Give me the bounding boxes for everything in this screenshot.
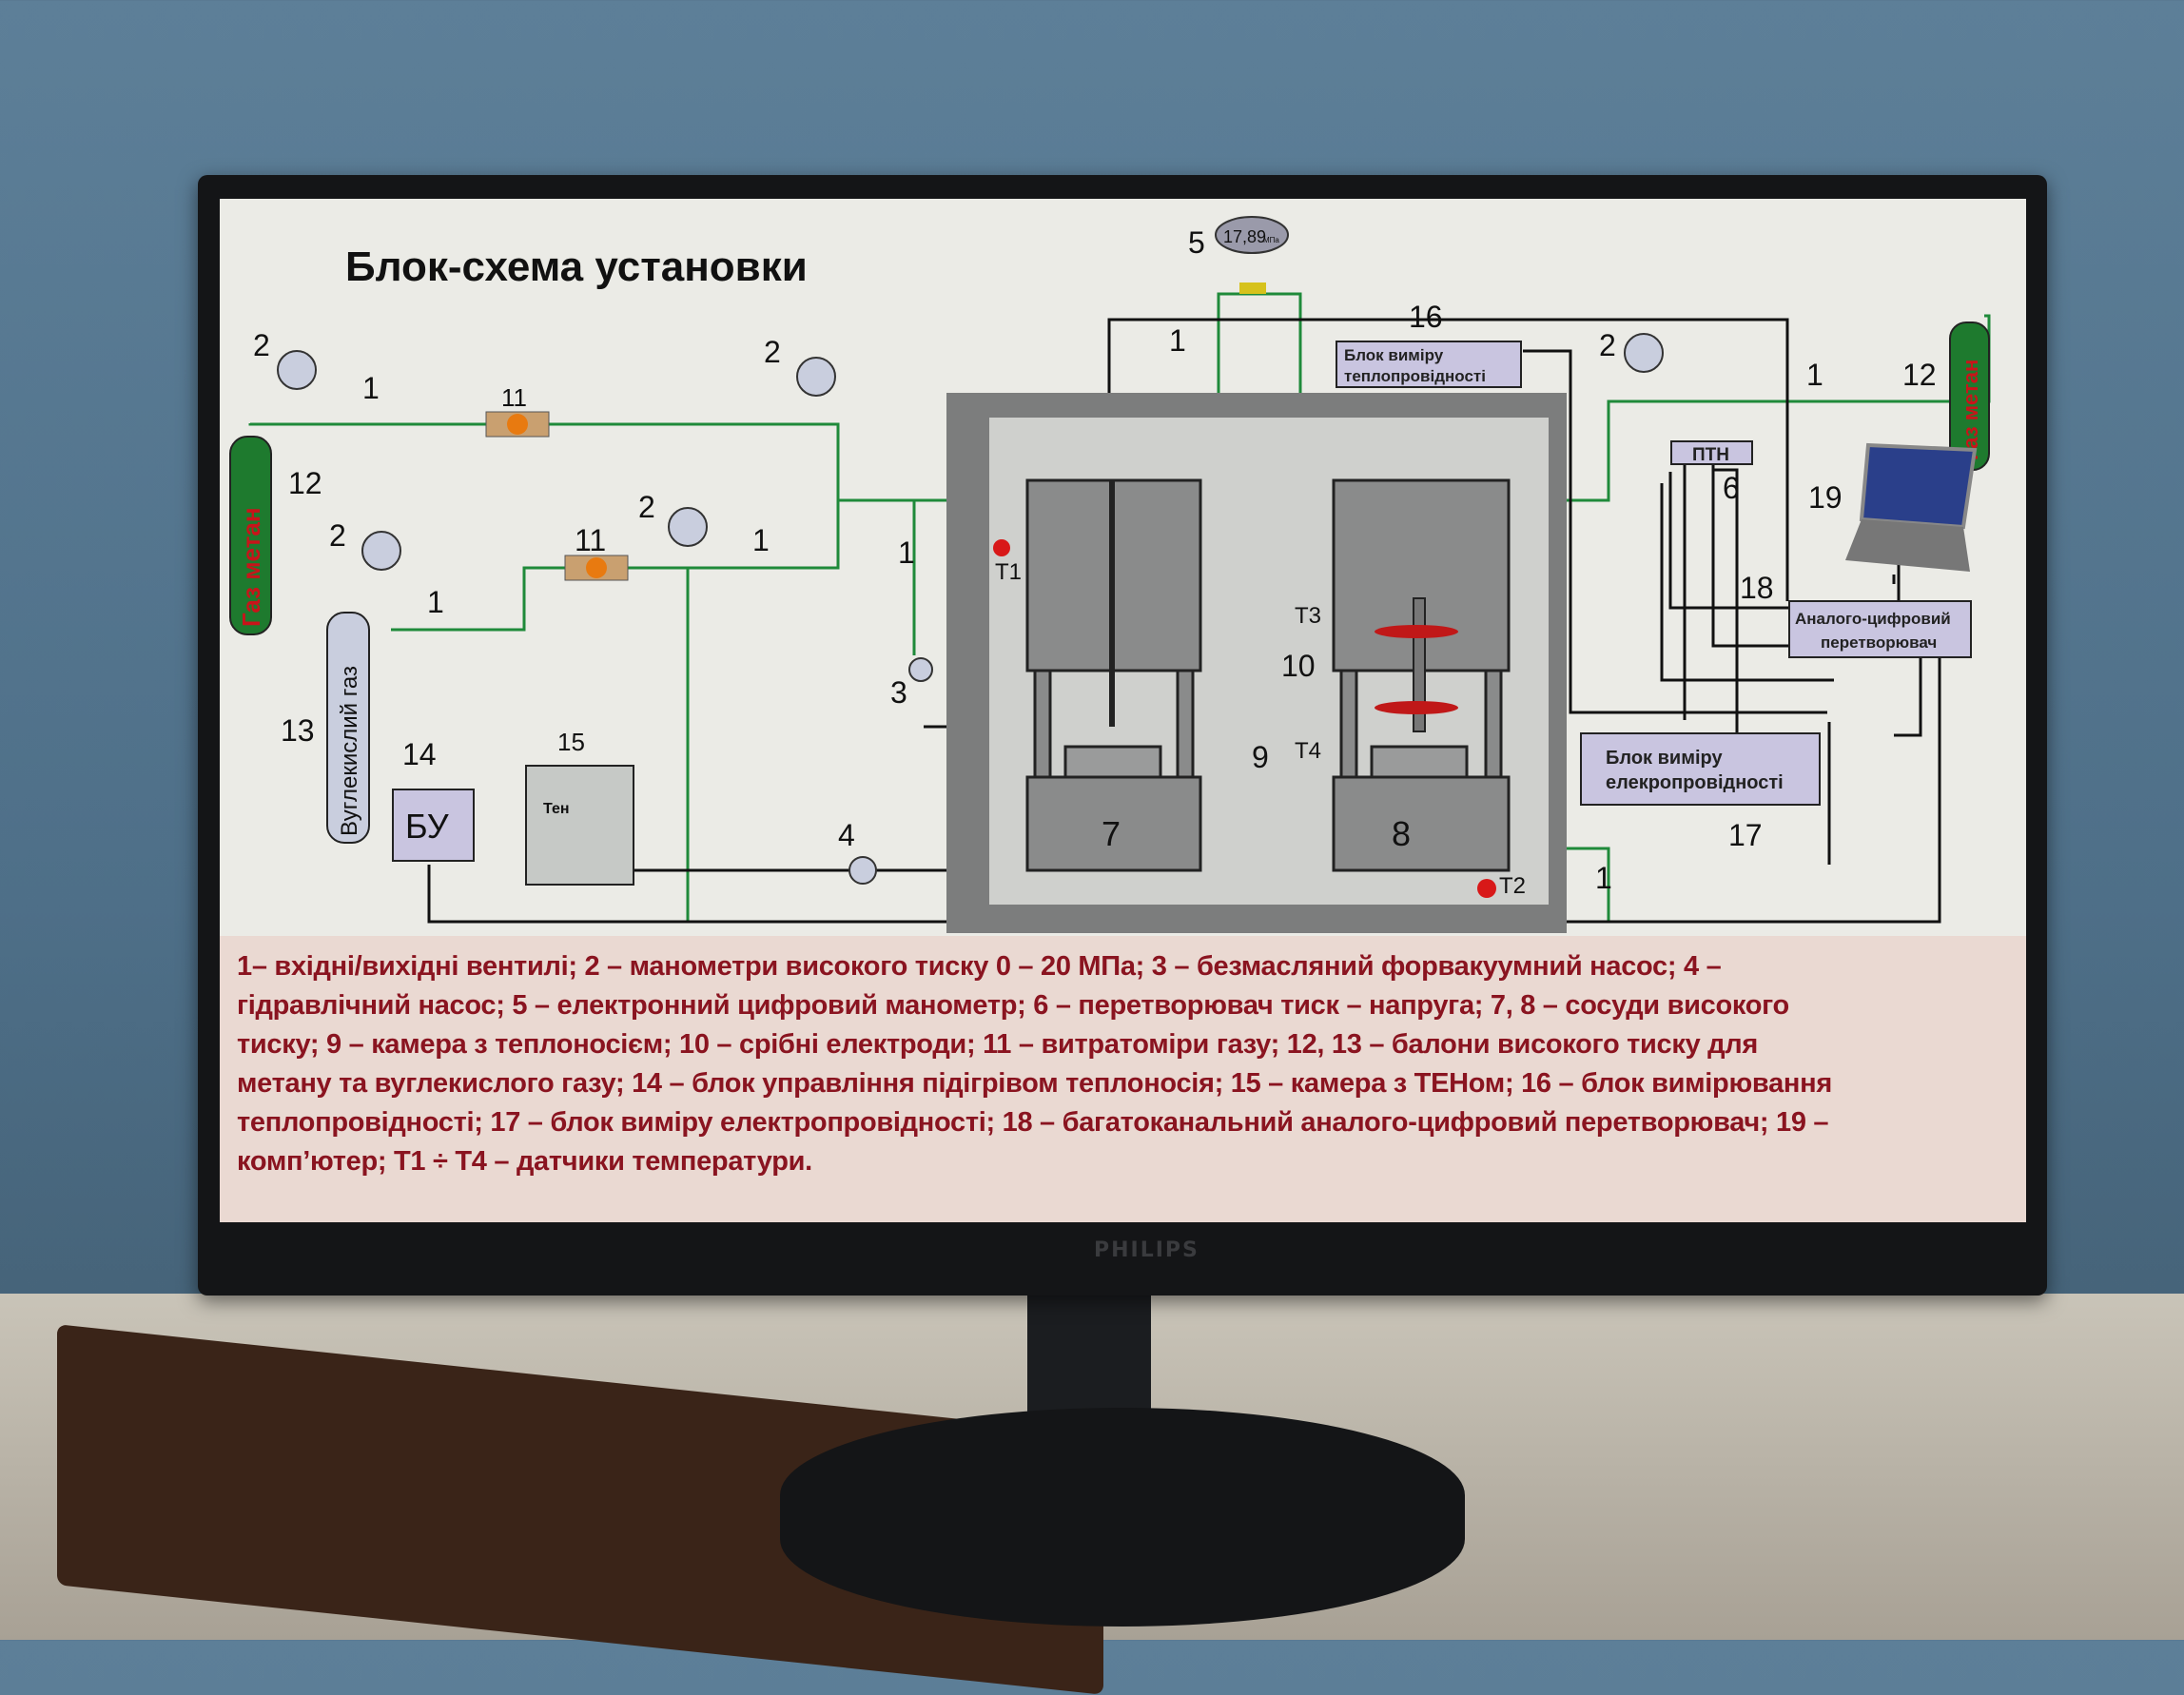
svg-text:14: 14 — [402, 737, 437, 771]
caption-line: гідравлічний насос; 5 – електронний цифр… — [237, 990, 1789, 1021]
svg-text:1: 1 — [427, 585, 444, 619]
svg-text:5: 5 — [1188, 225, 1205, 260]
svg-text:1: 1 — [1595, 861, 1612, 895]
vessel-7: 7 — [1025, 478, 1202, 872]
svg-text:17: 17 — [1728, 818, 1763, 852]
monitor-brand: PHILIPS — [1094, 1238, 1199, 1262]
svg-text:Газ метан: Газ метан — [1959, 360, 1982, 460]
thermal-block-16: Блок виміру теплопровідності — [1336, 341, 1522, 388]
svg-text:16: 16 — [1409, 300, 1443, 334]
svg-text:теплопровідності: теплопровідності — [1344, 367, 1486, 385]
svg-text:Тен: Тен — [543, 801, 570, 817]
svg-text:12: 12 — [1902, 358, 1937, 392]
svg-text:2: 2 — [1599, 328, 1616, 362]
svg-text:15: 15 — [557, 728, 585, 756]
svg-text:1: 1 — [752, 523, 770, 557]
electro-block-17: Блок виміру елекропровідності — [1580, 732, 1821, 806]
svg-text:1: 1 — [1169, 323, 1186, 358]
svg-text:2: 2 — [764, 335, 781, 369]
svg-text:17,89: 17,89 — [1223, 227, 1266, 246]
svg-text:4: 4 — [838, 818, 855, 852]
digital-manometer: 17,89 МПа — [1215, 216, 1289, 294]
svg-text:T4: T4 — [1295, 738, 1321, 764]
svg-text:11: 11 — [501, 383, 527, 412]
svg-text:2: 2 — [638, 490, 655, 524]
svg-text:елекропровідності: елекропровідності — [1606, 772, 1784, 793]
laptop-icon — [1845, 442, 1978, 572]
slide: Блок-схема установки — [220, 199, 2026, 1222]
cylinder-methane-left: Газ метан — [229, 436, 272, 635]
caption-line: 1– вхідні/вихідні вентилі; 2 – манометри… — [237, 951, 1722, 982]
svg-text:Аналого-цифровий: Аналого-цифровий — [1795, 610, 1951, 628]
sensor-t1 — [993, 539, 1010, 556]
svg-text:T1: T1 — [995, 559, 1022, 585]
svg-text:T3: T3 — [1295, 603, 1321, 629]
svg-text:2: 2 — [253, 328, 270, 362]
svg-text:6: 6 — [1723, 471, 1740, 505]
monitor-base — [780, 1408, 1465, 1627]
svg-text:18: 18 — [1740, 571, 1774, 605]
caption-line: тиску; 9 – камера з теплоносієм; 10 – ср… — [237, 1029, 1759, 1060]
svg-text:МПа: МПа — [1263, 236, 1279, 244]
hydraulic-pump-icon — [848, 856, 877, 885]
svg-text:1: 1 — [1806, 358, 1823, 392]
svg-text:11: 11 — [575, 523, 606, 557]
svg-text:перетворювач: перетворювач — [1821, 633, 1937, 652]
svg-text:Блок виміру: Блок виміру — [1344, 346, 1444, 364]
svg-text:БУ: БУ — [405, 807, 450, 846]
sensor-t2 — [1477, 879, 1496, 898]
slide-title: Блок-схема установки — [345, 244, 808, 290]
legend-caption: 1– вхідні/вихідні вентилі; 2 – манометри… — [220, 936, 2026, 1222]
manometers — [277, 333, 1664, 571]
svg-text:19: 19 — [1808, 480, 1843, 515]
svg-text:7: 7 — [1102, 814, 1121, 853]
svg-text:10: 10 — [1281, 649, 1316, 683]
flowmeters — [485, 411, 629, 581]
control-unit-14: БУ — [392, 789, 475, 862]
number-labels: 2 1 11 2 12 2 11 2 1 1 1 3 4 13 14 15 5 … — [253, 225, 1937, 899]
svg-text:8: 8 — [1392, 814, 1411, 853]
svg-text:3: 3 — [890, 675, 907, 710]
svg-text:T2: T2 — [1499, 873, 1526, 899]
ptn-converter-6: ПТН — [1670, 440, 1753, 465]
heater-chamber-15: Тен — [525, 765, 634, 886]
vessel-8: 8 — [1332, 478, 1511, 872]
electrode-lower — [1375, 701, 1458, 714]
cylinder-co2: Вуглекислий газ — [326, 612, 370, 844]
svg-text:Газ метан: Газ метан — [237, 507, 265, 627]
caption-line: метану та вуглекислого газу; 14 – блок у… — [237, 1068, 1832, 1099]
block-diagram: Блок-схема установки — [229, 216, 1991, 933]
svg-text:1: 1 — [898, 536, 915, 570]
vacuum-pump-icon — [908, 657, 933, 682]
svg-text:Блок виміру: Блок виміру — [1606, 748, 1723, 769]
cylinder-methane-right: Газ метан — [1949, 321, 1990, 471]
svg-text:Вуглекислий газ: Вуглекислий газ — [337, 666, 362, 836]
svg-text:12: 12 — [288, 466, 322, 500]
svg-text:1: 1 — [362, 371, 380, 405]
caption-line: теплопровідності; 17 – блок виміру елект… — [237, 1107, 1829, 1138]
svg-text:2: 2 — [329, 518, 346, 553]
caption-line: комп’ютер; T1 ÷ T4 – датчики температури… — [237, 1146, 812, 1177]
svg-text:13: 13 — [281, 713, 315, 748]
svg-text:9: 9 — [1252, 740, 1269, 774]
svg-text:ПТН: ПТН — [1692, 445, 1729, 465]
adc-18: Аналого-цифровий перетворювач — [1788, 600, 1972, 658]
electrode-upper — [1375, 625, 1458, 638]
